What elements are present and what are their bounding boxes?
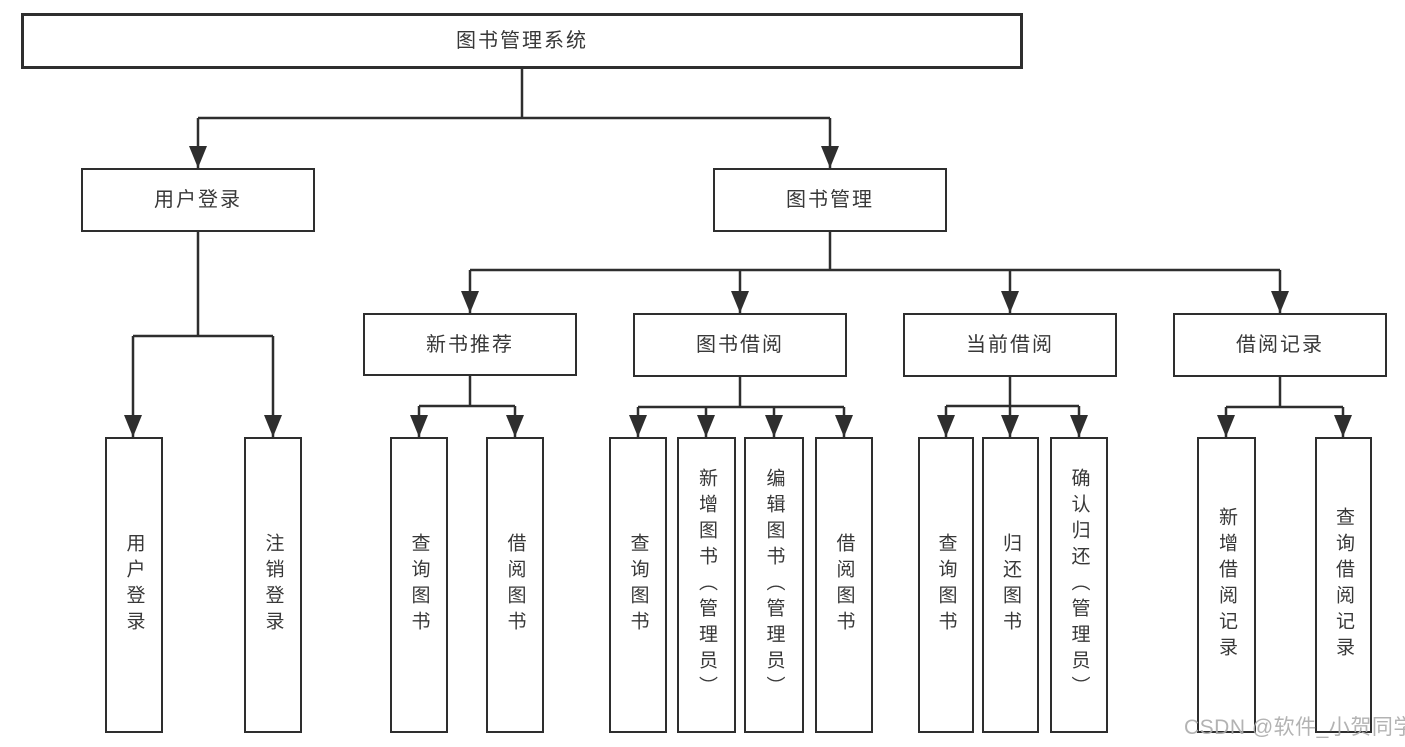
leaf-query-books-recommend: 查询图书 (390, 437, 448, 733)
leaf-confirm-return-admin-label: 确认归还（管理员） (1068, 468, 1090, 702)
node-current-borrowing: 当前借阅 (903, 313, 1117, 377)
node-book-management: 图书管理 (713, 168, 947, 232)
node-book-borrowing-label: 图书借阅 (696, 334, 784, 356)
leaf-query-books-current-label: 查询图书 (935, 533, 957, 637)
leaf-return-books: 归还图书 (982, 437, 1039, 733)
leaf-logout-login-label: 注销登录 (262, 533, 284, 637)
node-library-management-system-label: 图书管理系统 (456, 30, 588, 52)
leaf-add-borrow-record-label: 新增借阅记录 (1216, 507, 1237, 663)
leaf-edit-book-admin: 编辑图书（管理员） (744, 437, 804, 733)
leaf-query-books-recommend-label: 查询图书 (408, 533, 430, 637)
node-current-borrowing-label: 当前借阅 (966, 334, 1054, 356)
leaf-borrow-books-2: 借阅图书 (815, 437, 873, 733)
leaf-query-books-borrow-label: 查询图书 (627, 533, 649, 637)
node-borrowing-records: 借阅记录 (1173, 313, 1387, 377)
leaf-query-books-current: 查询图书 (918, 437, 974, 733)
leaf-query-books-borrow: 查询图书 (609, 437, 667, 733)
leaf-user-login-label: 用户登录 (123, 533, 145, 637)
leaf-add-book-admin-label: 新增图书（管理员） (696, 468, 717, 702)
node-new-book-recommendation: 新书推荐 (363, 313, 577, 376)
leaf-edit-book-admin-label: 编辑图书（管理员） (763, 468, 785, 702)
leaf-add-book-admin: 新增图书（管理员） (677, 437, 736, 733)
leaf-confirm-return-admin: 确认归还（管理员） (1050, 437, 1108, 733)
leaf-borrow-books-recommend-label: 借阅图书 (504, 533, 526, 637)
node-book-management-label: 图书管理 (786, 189, 874, 211)
watermark: CSDN @软件_小贺同学 (1184, 716, 1405, 739)
leaf-query-borrow-record-label: 查询借阅记录 (1333, 507, 1354, 663)
node-user-login-label: 用户登录 (154, 189, 242, 211)
node-library-management-system: 图书管理系统 (21, 13, 1023, 69)
node-book-borrowing: 图书借阅 (633, 313, 847, 377)
leaf-add-borrow-record: 新增借阅记录 (1197, 437, 1256, 733)
node-new-book-recommendation-label: 新书推荐 (426, 333, 514, 356)
node-borrowing-records-label: 借阅记录 (1236, 334, 1324, 356)
leaf-query-borrow-record: 查询借阅记录 (1315, 437, 1372, 733)
leaf-user-login: 用户登录 (105, 437, 163, 733)
node-user-login: 用户登录 (81, 168, 315, 232)
leaf-return-books-label: 归还图书 (1000, 533, 1021, 637)
leaf-logout-login: 注销登录 (244, 437, 302, 733)
leaf-borrow-books-2-label: 借阅图书 (833, 533, 855, 637)
leaf-borrow-books-recommend: 借阅图书 (486, 437, 544, 733)
